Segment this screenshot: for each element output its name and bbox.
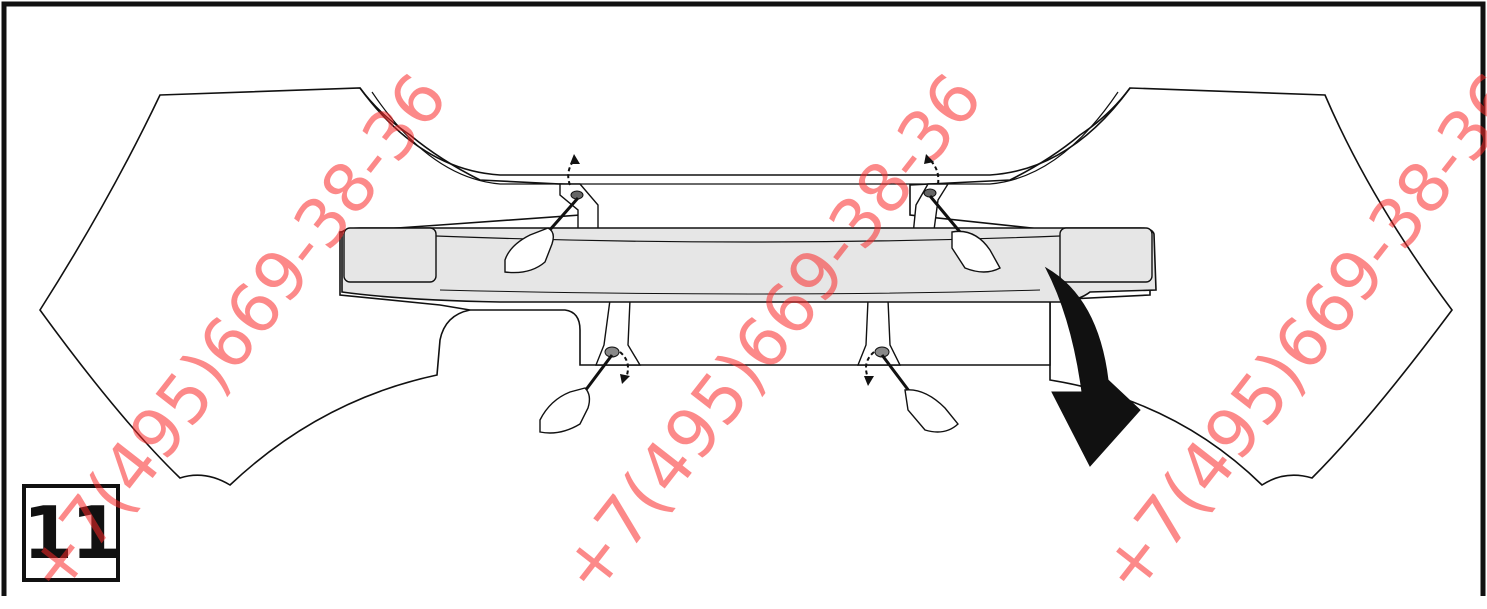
small-rotation-arrow-icon — [620, 374, 630, 384]
small-rotation-arrow-icon — [864, 376, 874, 386]
frame-border — [1, 1, 1486, 596]
small-rotation-arrow-icon — [924, 154, 934, 164]
bumper-diagram — [1, 1, 1486, 596]
beam-bottom-line — [439, 289, 1041, 295]
beam-end-right — [1059, 227, 1153, 283]
bumper-upper-inner — [371, 91, 1119, 185]
bumper-upper-edge — [359, 87, 1131, 176]
small-rotation-arrow-icon — [619, 351, 629, 379]
beam-end-left — [343, 227, 437, 283]
curved-arrow-icon — [1044, 266, 1141, 467]
right-fender — [909, 87, 1453, 487]
hand-with-screwdriver-icon — [539, 354, 614, 434]
small-rotation-arrow-icon — [929, 159, 940, 185]
small-rotation-arrow-icon — [570, 154, 580, 164]
hand-with-screwdriver-icon — [504, 197, 580, 274]
hand-with-screwdriver-icon — [928, 195, 1001, 273]
lower-skirt — [470, 300, 1051, 366]
left-fender — [39, 87, 581, 486]
small-rotation-arrow-icon — [865, 351, 875, 379]
step-number: 11 — [22, 484, 121, 582]
upper-right-clip — [923, 188, 937, 198]
hand-with-screwdriver-icon — [880, 354, 959, 433]
